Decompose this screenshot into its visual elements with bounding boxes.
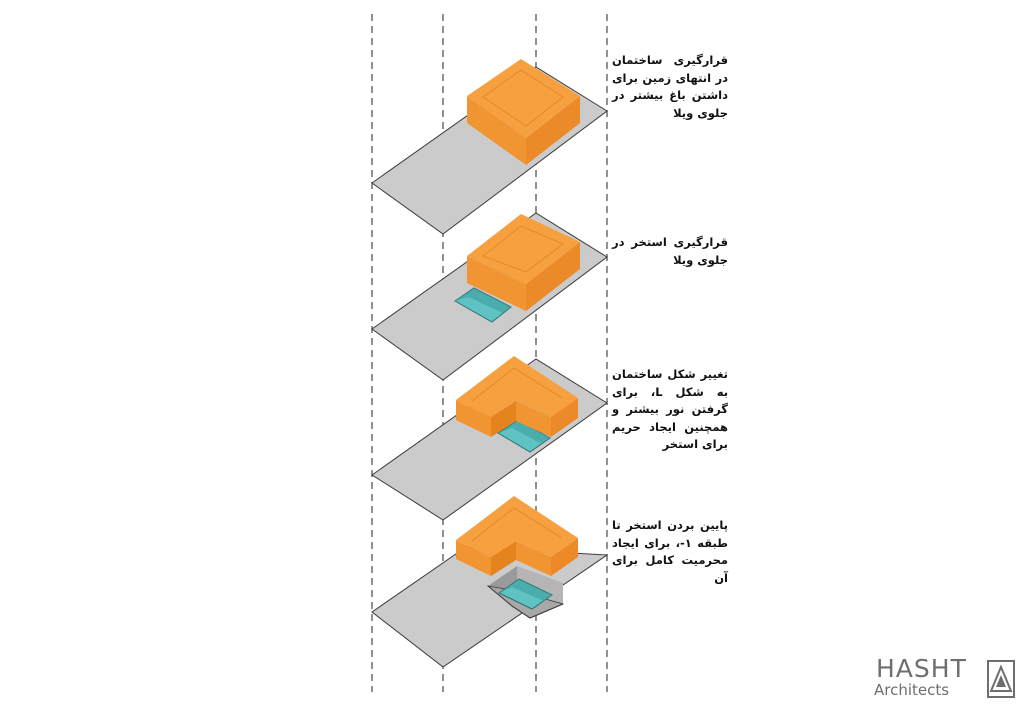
pool-shade [498, 420, 550, 444]
building-right-face [551, 538, 578, 576]
brand-name: HASHT [876, 654, 967, 683]
building-left-face [456, 540, 491, 576]
roof-inner-outline [482, 69, 564, 127]
brand-subtitle: Architects [874, 681, 950, 699]
step-4-diagram [371, 496, 609, 668]
building-right-face [526, 96, 580, 165]
step-3-diagram [371, 356, 608, 521]
building-roof [467, 59, 580, 138]
sunken-court-edge [487, 585, 564, 619]
building-left-face [467, 96, 526, 165]
triangle-logo-icon [987, 660, 1015, 698]
building-right-face [526, 242, 580, 311]
roof-inner-outline [471, 367, 563, 402]
building-roof [456, 356, 578, 417]
site-plot [371, 546, 609, 668]
step-4-caption: پایین بردن استخر تا طبقه ۱-، برای ایجاد … [612, 518, 728, 585]
building-inner-face [491, 541, 516, 576]
building-inner-face [516, 541, 551, 576]
brand-logo: HASHT Architects [868, 652, 1018, 702]
step-2-caption: قرارگیری استخر در جلوی ویلا [612, 235, 728, 267]
building-inner-face [516, 401, 551, 437]
building-inner-face [491, 401, 516, 437]
step-3-caption: تغییر شکل ساختمان به شکل L، برای گرفتن ن… [612, 367, 729, 451]
building-roof [467, 214, 580, 284]
building-right-face [551, 398, 578, 437]
building-left-face [467, 256, 526, 311]
pool-shade [499, 579, 552, 601]
step-1-diagram [371, 59, 608, 235]
step-1-caption: قرارگیری ساختمان در انتهای زمین برای داش… [612, 53, 728, 120]
building-left-face [456, 400, 491, 437]
step-2-diagram [371, 212, 608, 381]
pool-shade [455, 288, 511, 313]
roof-inner-outline [471, 507, 563, 542]
roof-inner-outline [482, 225, 564, 273]
building-roof [456, 496, 578, 557]
